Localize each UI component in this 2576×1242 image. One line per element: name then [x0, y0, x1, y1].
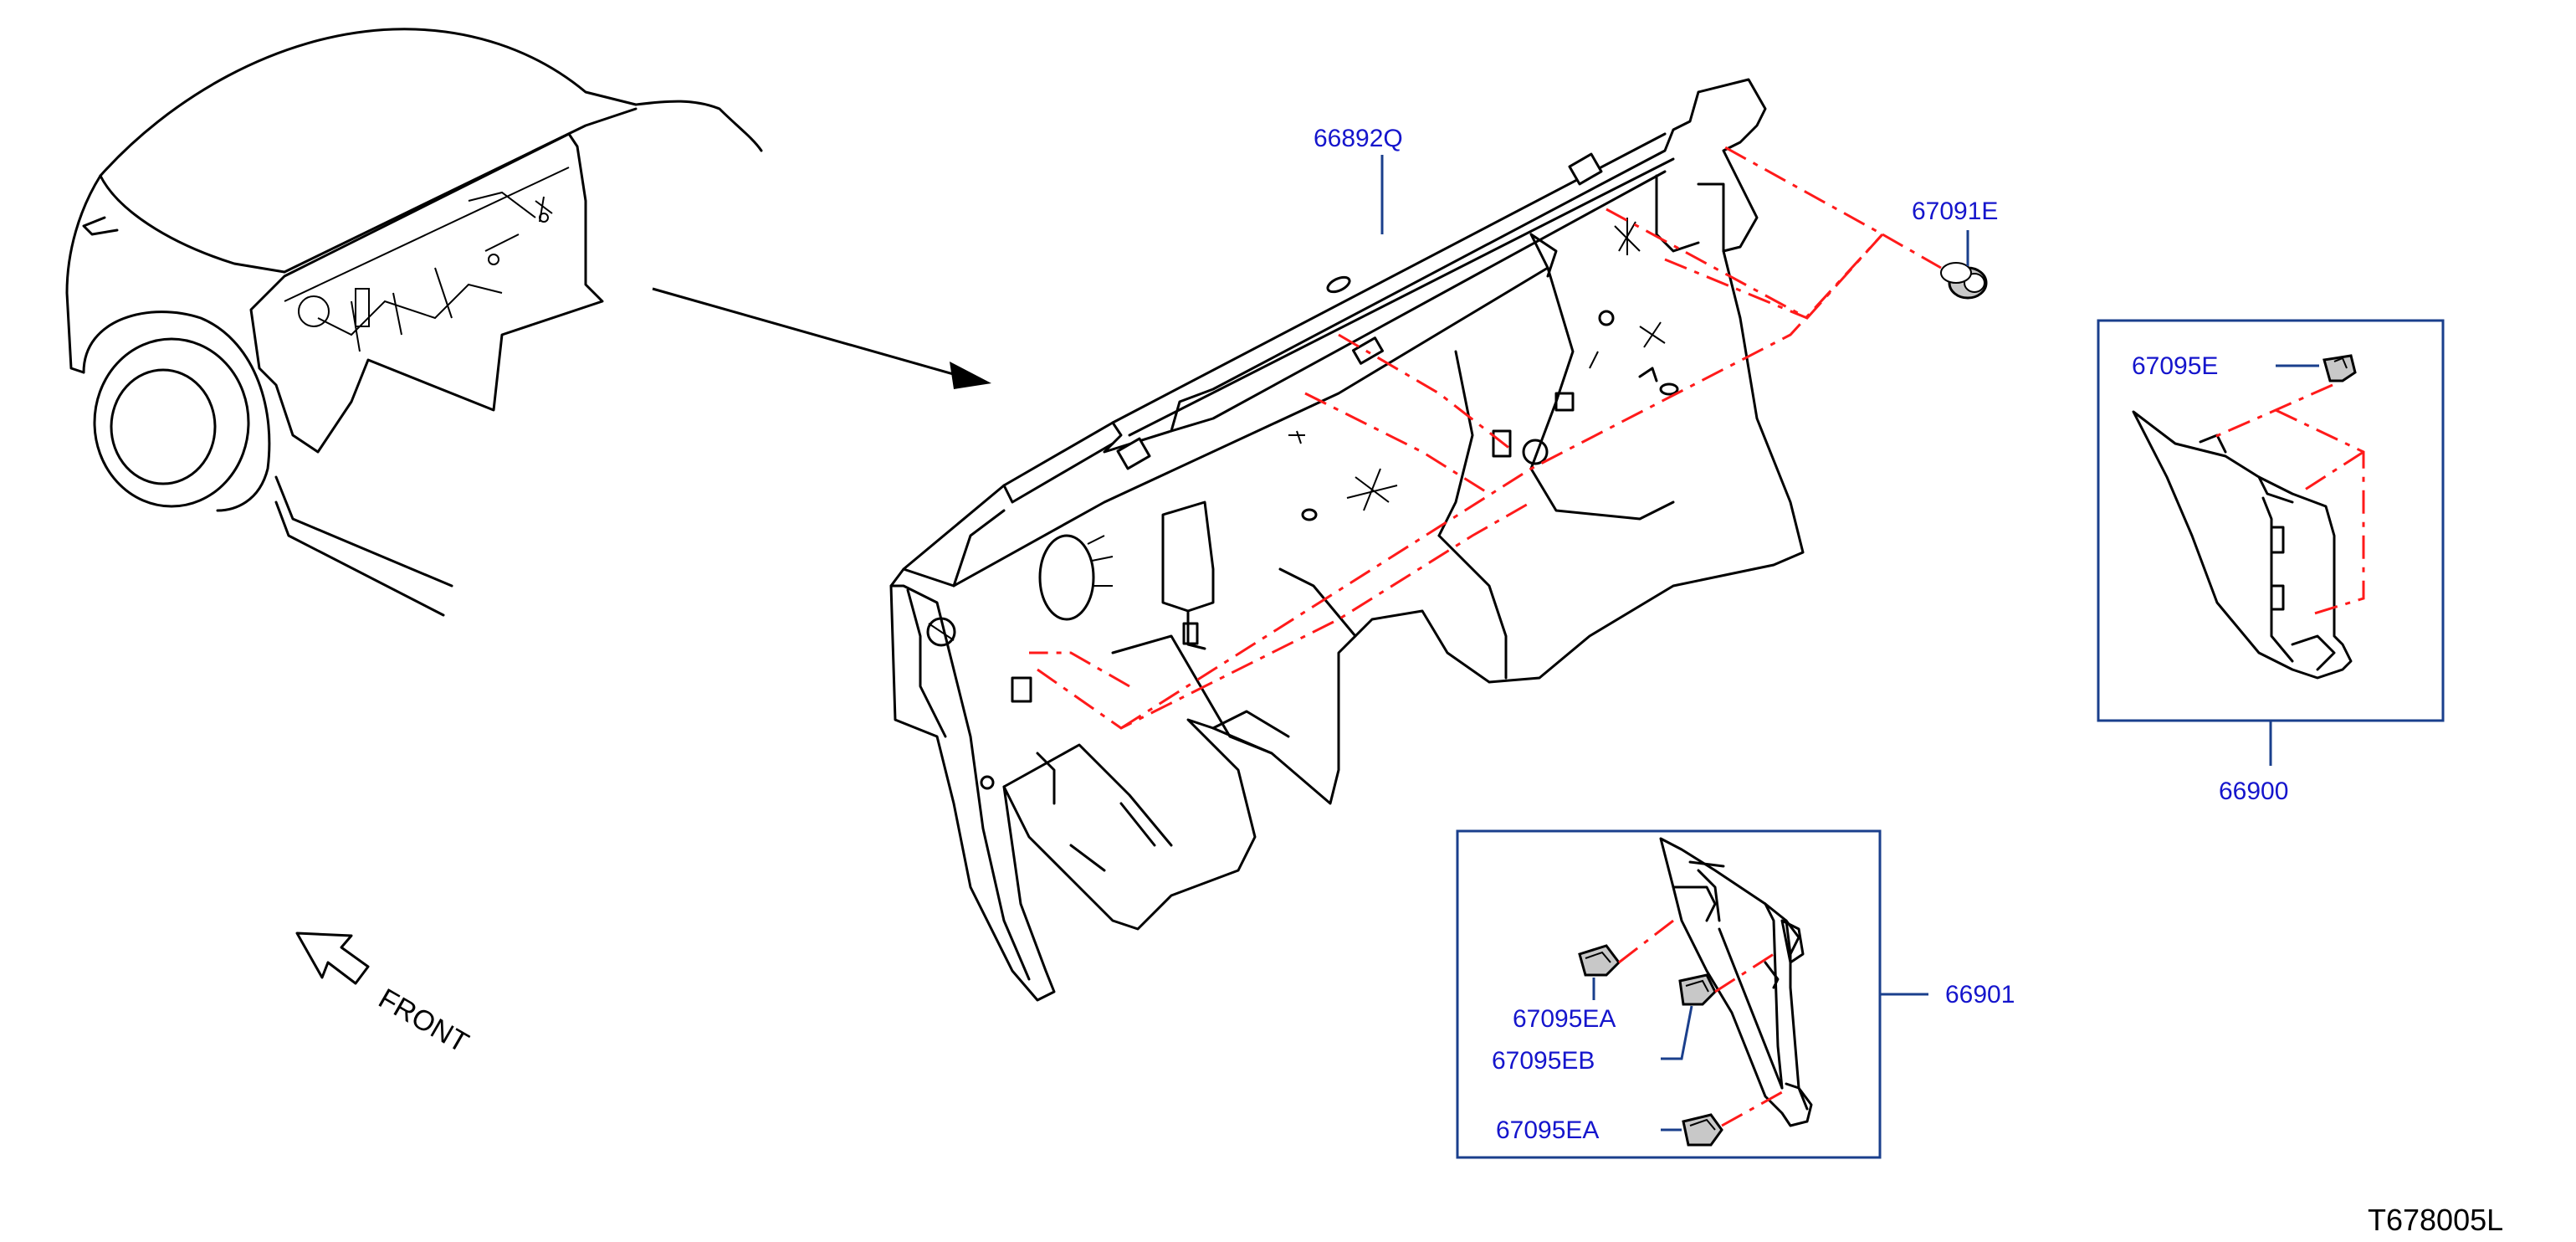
label-67095e: 67095E [2132, 352, 2218, 380]
front-label: FRONT [373, 983, 474, 1059]
detail-box-66901: 67095EA 67095EB 67095EA [1456, 829, 1882, 1159]
diagram-reference-code: T678005L [2368, 1203, 2503, 1237]
detail-arrow [652, 287, 991, 389]
vehicle-overview [65, 28, 763, 617]
clip-67095eb [1678, 973, 1717, 1006]
label-67095eb: 67095EB [1492, 1047, 1595, 1075]
label-66892q: 66892Q [1314, 125, 1403, 152]
label-67095ea-bottom: 67095EA [1496, 1116, 1599, 1144]
dash-insulator-66892q [889, 78, 1805, 1002]
label-67095ea-top: 67095EA [1513, 1005, 1616, 1033]
label-67091e: 67091E [1912, 198, 1998, 225]
clip-67095ea-top [1578, 944, 1621, 977]
clip-67095e [2322, 354, 2357, 382]
label-66900: 66900 [2219, 778, 2288, 805]
arrow-up-left-icon [295, 932, 370, 985]
front-indicator: FRONT [295, 932, 474, 1059]
label-66901: 66901 [1945, 981, 2015, 1008]
detail-box-66900: 67095E [2097, 319, 2445, 722]
main-part-dash-lines [1029, 145, 1942, 730]
grommet-67091e [1940, 262, 1988, 300]
clip-67095ea-bottom [1682, 1113, 1723, 1147]
